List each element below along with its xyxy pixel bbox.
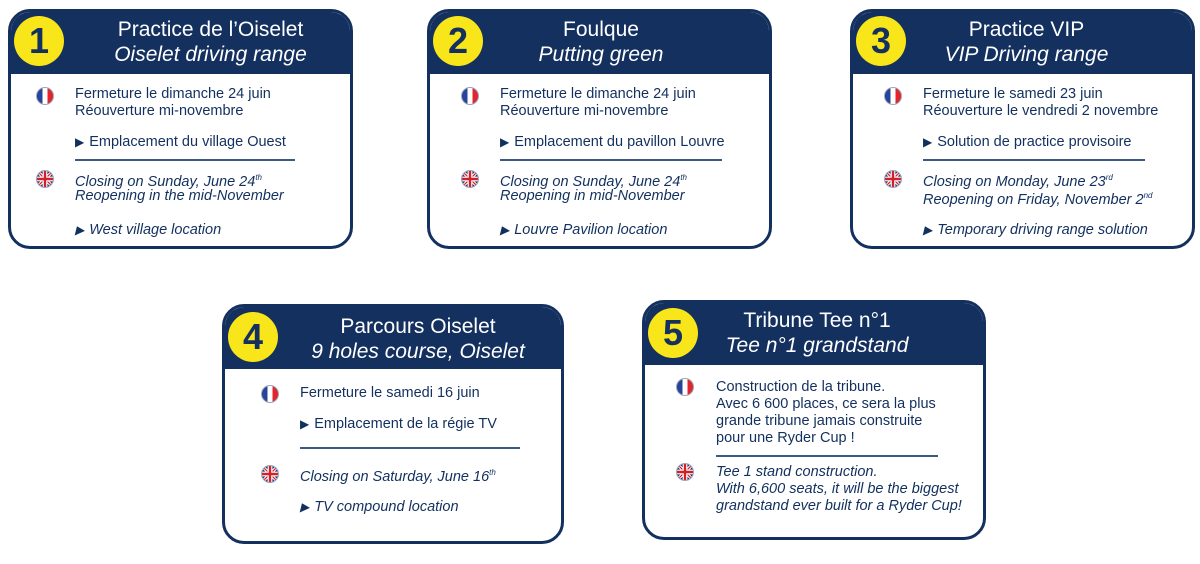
location-fr-text: Solution de practice provisoire — [937, 134, 1132, 150]
card-header: Foulque Putting green — [430, 12, 769, 74]
card-title-fr: Foulque — [563, 18, 639, 41]
location-en-text: Temporary driving range solution — [937, 222, 1148, 238]
description-fr-line: Construction de la tribune. — [716, 379, 886, 395]
triangle-right-icon: ▶ — [300, 417, 310, 431]
location-fr: ▶ Solution de practice provisoire — [923, 133, 1131, 151]
card-title-fr: Parcours Oiselet — [340, 315, 496, 338]
location-en-text: TV compound location — [314, 499, 459, 515]
reopening-text-fr: Réouverture mi-novembre — [500, 103, 669, 119]
location-fr-text: Emplacement du village Ouest — [89, 134, 286, 150]
card-title-en: Oiselet driving range — [114, 43, 307, 66]
location-en-text: West village location — [89, 222, 222, 238]
card-header: Tribune Tee n°1 Tee n°1 grandstand — [645, 303, 983, 365]
uk-flag-icon — [36, 170, 54, 188]
closing-text-en-main: Closing on Sunday, June 24 — [75, 173, 256, 190]
location-en: ▶ Temporary driving range solution — [923, 221, 1148, 239]
card-title-en: Putting green — [538, 43, 664, 66]
card-header: Practice de l’Oiselet Oiselet driving ra… — [11, 12, 350, 74]
location-en: ▶ West village location — [75, 221, 221, 239]
location-en-text: Louvre Pavilion location — [514, 222, 668, 238]
closing-text-en-main: Closing on Sunday, June 24 — [500, 173, 681, 190]
card-title-en: VIP Driving range — [944, 43, 1109, 66]
ordinal-suffix: th — [489, 468, 496, 477]
description-fr-line: Avec 6 600 places, ce sera la plus — [716, 396, 936, 412]
location-fr-text: Emplacement de la régie TV — [314, 416, 497, 432]
closing-text-en-main: Closing on Saturday, June 16 — [300, 468, 490, 485]
card-title-fr: Tribune Tee n°1 — [743, 309, 891, 332]
closing-text-fr: Fermeture le dimanche 24 juin — [500, 86, 696, 102]
reopening-text-en-main: Reopening on Friday, November 2 — [923, 191, 1144, 208]
reopening-text-en: Reopening in the mid-November — [75, 188, 284, 204]
card-title-fr: Practice de l’Oiselet — [117, 18, 304, 41]
triangle-right-icon: ▶ — [75, 223, 85, 237]
card-tribune-tee-1: Tribune Tee n°1 Tee n°1 grandstand Const… — [642, 300, 986, 540]
ordinal-suffix: rd — [1105, 173, 1113, 182]
reopening-text-fr: Réouverture le vendredi 2 novembre — [923, 103, 1159, 119]
france-flag-icon — [36, 87, 54, 105]
location-fr: ▶ Emplacement du village Ouest — [75, 133, 286, 151]
number-badge: 1 — [14, 16, 64, 66]
triangle-right-icon: ▶ — [923, 223, 933, 237]
closing-text-fr: Fermeture le dimanche 24 juin — [75, 86, 271, 102]
ordinal-suffix: nd — [1143, 191, 1153, 200]
france-flag-icon — [261, 385, 279, 403]
triangle-right-icon: ▶ — [300, 500, 310, 514]
number-badge: 4 — [228, 312, 278, 362]
closing-text-en-main: Closing on Monday, June 23 — [923, 173, 1106, 190]
uk-flag-icon — [261, 465, 279, 483]
card-header: Parcours Oiselet 9 holes course, Oiselet — [225, 307, 561, 369]
closing-text-en: Closing on Sunday, June 24th — [500, 169, 687, 191]
france-flag-icon — [676, 378, 694, 396]
triangle-right-icon: ▶ — [500, 135, 510, 149]
card-oiselet-driving-range: Practice de l’Oiselet Oiselet driving ra… — [8, 9, 353, 249]
location-en: ▶ Louvre Pavilion location — [500, 221, 667, 239]
uk-flag-icon — [676, 463, 694, 481]
triangle-right-icon: ▶ — [923, 135, 933, 149]
location-fr: ▶ Emplacement de la régie TV — [300, 415, 497, 433]
card-title-en: Tee n°1 grandstand — [725, 334, 909, 357]
number-badge: 5 — [648, 308, 698, 358]
closing-text-fr: Fermeture le samedi 16 juin — [300, 385, 480, 401]
france-flag-icon — [884, 87, 902, 105]
uk-flag-icon — [884, 170, 902, 188]
closing-text-en: Closing on Saturday, June 16th — [300, 464, 496, 486]
reopening-text-en: Reopening in mid-November — [500, 188, 685, 204]
triangle-right-icon: ▶ — [500, 223, 510, 237]
reopening-text-en: Reopening on Friday, November 2nd — [923, 187, 1152, 209]
number-badge: 2 — [433, 16, 483, 66]
location-fr-text: Emplacement du pavillon Louvre — [514, 134, 725, 150]
card-title-en: 9 holes course, Oiselet — [311, 340, 525, 363]
closing-text-en: Closing on Sunday, June 24th — [75, 169, 262, 191]
divider — [500, 159, 722, 161]
card-vip-driving-range: Practice VIP VIP Driving range Fermeture… — [850, 9, 1195, 249]
ordinal-suffix: th — [255, 173, 262, 182]
description-en-line: grandstand ever built for a Ryder Cup! — [716, 498, 962, 514]
number-badge: 3 — [856, 16, 906, 66]
location-fr: ▶ Emplacement du pavillon Louvre — [500, 133, 725, 151]
divider — [75, 159, 295, 161]
description-fr-line: grande tribune jamais construite — [716, 413, 923, 429]
description-en-line: Tee 1 stand construction. — [716, 464, 878, 480]
reopening-text-fr: Réouverture mi-novembre — [75, 103, 244, 119]
divider — [923, 159, 1145, 161]
triangle-right-icon: ▶ — [75, 135, 85, 149]
closing-text-en: Closing on Monday, June 23rd — [923, 169, 1113, 191]
ordinal-suffix: th — [680, 173, 687, 182]
description-en-line: With 6,600 seats, it will be the biggest — [716, 481, 959, 497]
description-fr-line: pour une Ryder Cup ! — [716, 430, 855, 446]
card-parcours-oiselet: Parcours Oiselet 9 holes course, Oiselet… — [222, 304, 564, 544]
closing-text-fr: Fermeture le samedi 23 juin — [923, 86, 1103, 102]
card-header: Practice VIP VIP Driving range — [853, 12, 1192, 74]
card-foulque-putting-green: Foulque Putting green Fermeture le diman… — [427, 9, 772, 249]
card-title-fr: Practice VIP — [968, 18, 1085, 41]
uk-flag-icon — [461, 170, 479, 188]
divider — [300, 447, 520, 449]
divider — [716, 455, 938, 457]
france-flag-icon — [461, 87, 479, 105]
location-en: ▶ TV compound location — [300, 498, 459, 516]
